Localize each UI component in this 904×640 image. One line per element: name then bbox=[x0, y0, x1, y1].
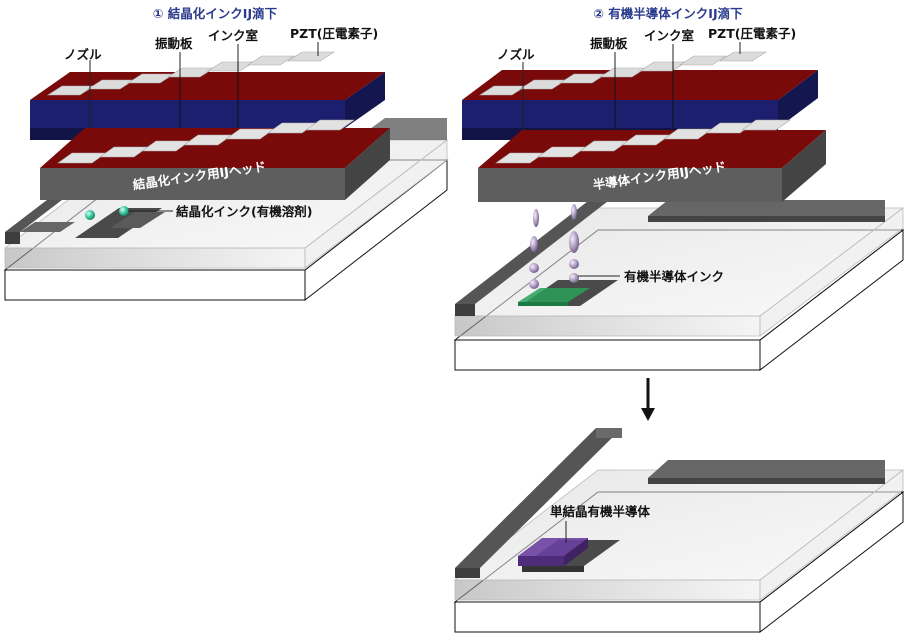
step1-ink-chamber-label: インク室 bbox=[208, 28, 259, 43]
result-crystal bbox=[518, 538, 588, 566]
step1-title: ① 結晶化インクIJ滴下 bbox=[153, 6, 278, 21]
step1-pzt-label: PZT(圧電素子) bbox=[290, 26, 378, 41]
result-crystal-label: 単結晶有機半導体 bbox=[550, 504, 651, 519]
step2-semiconductor-film-edge bbox=[518, 302, 568, 306]
step2-substrate bbox=[453, 207, 904, 372]
result-substrate bbox=[453, 469, 904, 634]
step1-front-head: 結晶化インク用IJヘッド bbox=[40, 119, 390, 200]
step2-title: ② 有機半導体インクIJ滴下 bbox=[593, 6, 743, 21]
step1-back-head bbox=[30, 51, 385, 140]
step2-nozzle-label: ノズル bbox=[497, 47, 535, 62]
step2-ink-label: 有機半導体インク bbox=[624, 269, 724, 284]
step1-vibration-plate-label: 振動板 bbox=[155, 36, 193, 51]
step2-pzt-label: PZT(圧電素子) bbox=[708, 26, 796, 41]
step2-panel: ② 有機半導体インクIJ滴下 bbox=[453, 6, 904, 372]
step2-semiconductor-film bbox=[518, 288, 590, 302]
step1-panel: ① 結晶化インクIJ滴下 bbox=[3, 6, 449, 302]
result-panel: 単結晶有機半導体 bbox=[453, 428, 904, 634]
step1-nozzle-label: ノズル bbox=[64, 47, 102, 62]
step2-ink-chamber-label: インク室 bbox=[644, 28, 695, 43]
step2-vibration-plate-label: 振動板 bbox=[590, 36, 628, 51]
step1-ink-label: 結晶化インク(有機溶剤) bbox=[176, 204, 312, 219]
step1-electrodes bbox=[5, 118, 447, 244]
step2-flying-droplets bbox=[529, 204, 579, 289]
step1-deposited-droplet bbox=[85, 210, 95, 220]
down-arrow-icon bbox=[641, 378, 655, 421]
step2-front-head: 半導体インク用IJヘッド bbox=[478, 119, 826, 202]
step1-deposited-droplet bbox=[119, 206, 129, 216]
